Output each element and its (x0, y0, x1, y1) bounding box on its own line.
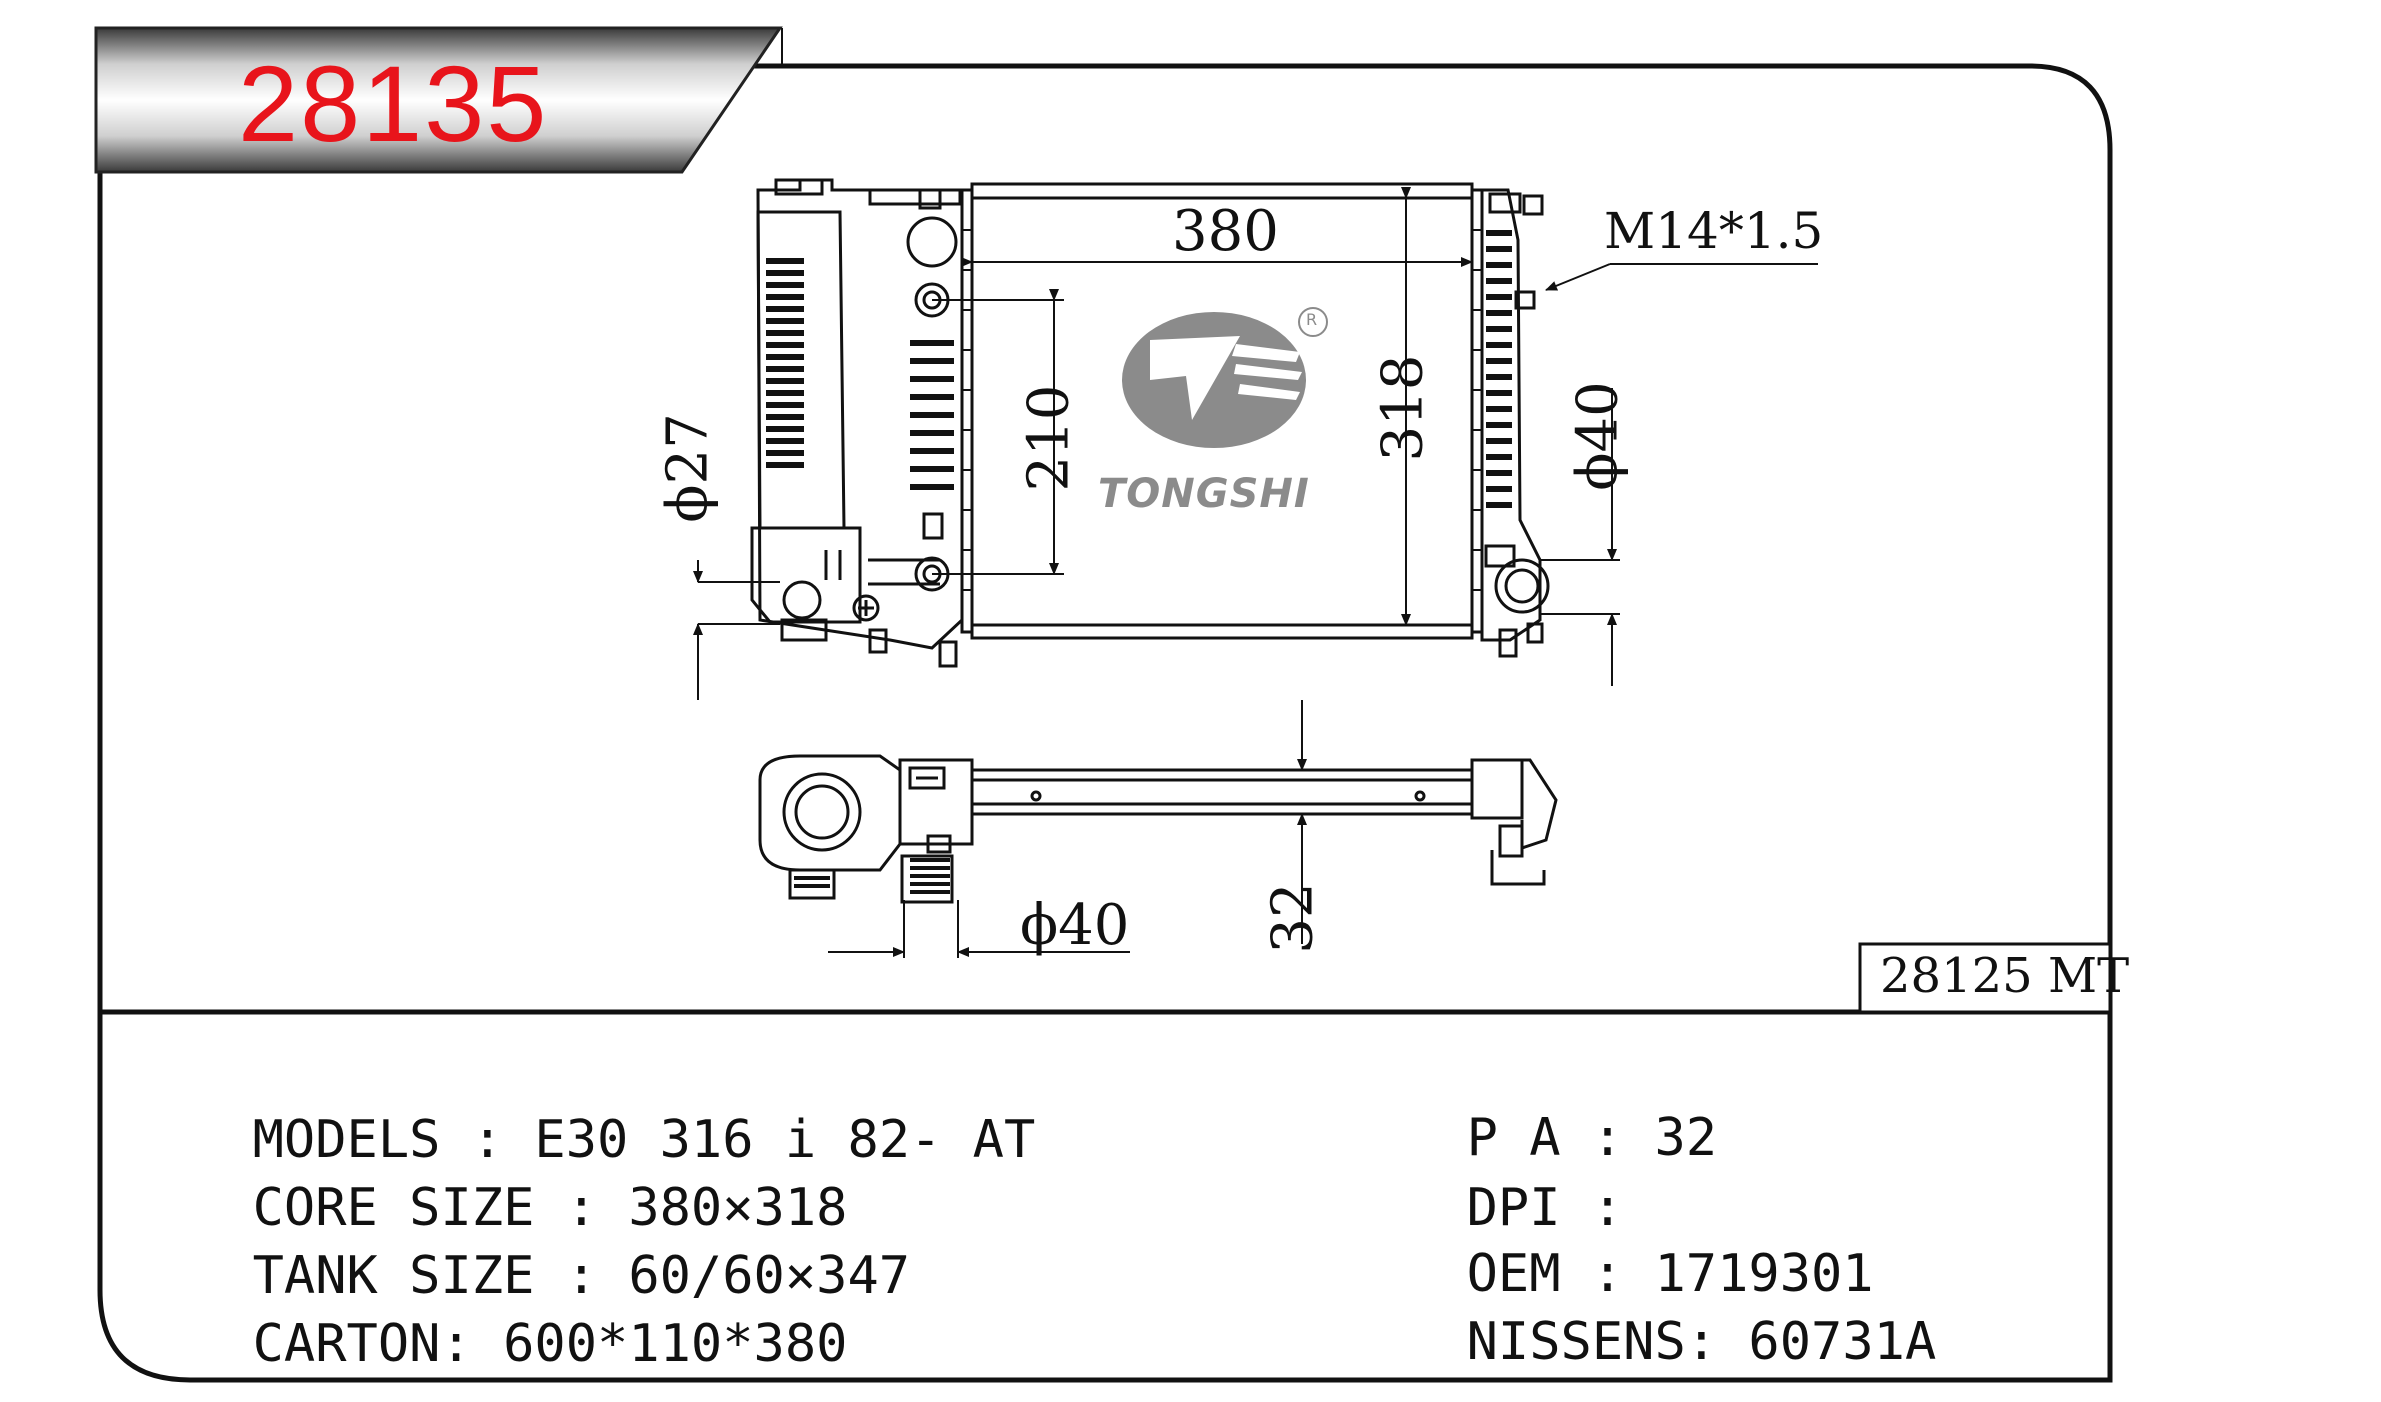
tongshi-logo-icon (1122, 307, 1328, 448)
tank-size-label: TANK SIZE (252, 1246, 535, 1306)
dim-depth: 32 (1260, 882, 1326, 954)
dim-right-pipe: ϕ40 (1565, 381, 1631, 491)
spec-core-row: CORE SIZE : 380×318 (252, 1178, 848, 1238)
spec-tank-row: TANK SIZE : 60/60×347 (252, 1246, 911, 1306)
spec-dpi-row: DPI : (1466, 1178, 1655, 1238)
left-tank-fins (766, 258, 954, 490)
reference-part: 28125 MT (1880, 948, 2130, 1004)
nissens-value: 60731A (1748, 1312, 1937, 1372)
part-number: 28135 (238, 43, 549, 164)
pa-label: P A (1466, 1108, 1561, 1168)
top-view-fins (794, 858, 950, 894)
spec-pa-row: P A : 32 (1466, 1108, 1718, 1168)
dpi-label: DPI (1466, 1178, 1561, 1238)
pa-value: 32 (1654, 1108, 1718, 1168)
dim-bottom-pipe: ϕ40 (1020, 893, 1130, 958)
oem-value: 1719301 (1654, 1244, 1874, 1304)
reference-box (1858, 942, 2112, 1014)
tank-size-value: 60/60×347 (628, 1246, 911, 1306)
oem-label: OEM (1466, 1244, 1561, 1304)
spec-oem-row: OEM : 1719301 (1466, 1244, 1874, 1304)
core-size-value: 380×318 (628, 1178, 848, 1238)
carton-value: 600*110*380 (503, 1314, 848, 1374)
dim-core-width: 380 (1172, 199, 1279, 264)
models-label: MODELS (252, 1110, 441, 1170)
spec-nissens-row: NISSENS: 60731A (1466, 1312, 1937, 1372)
right-tank-fins (1486, 230, 1512, 508)
core-edge-ticks (962, 229, 1482, 591)
dim-inner-height: 210 (1016, 384, 1082, 492)
logo-text: TONGSHI (1098, 471, 1310, 517)
dim-thread: M14*1.5 (1604, 202, 1824, 260)
dim-left-pipe: ϕ27 (655, 413, 721, 523)
radiator-front-view (750, 178, 1550, 668)
spec-models-row: MODELS : E30 316 i 82- AT (252, 1110, 1036, 1170)
core-size-label: CORE SIZE (252, 1178, 535, 1238)
dimension-lines (693, 187, 1818, 700)
registered-mark: R (1306, 310, 1318, 329)
radiator-top-view (758, 754, 1558, 904)
carton-label: CARTON (252, 1314, 441, 1374)
top-view-dimension-lines (828, 700, 1312, 958)
spec-carton-row: CARTON: 600*110*380 (252, 1314, 848, 1374)
part-number-tab (94, 26, 783, 174)
models-value: E30 316 i 82- AT (534, 1110, 1036, 1170)
nissens-label: NISSENS (1466, 1312, 1686, 1372)
sheet-frame (97, 63, 2113, 1383)
dim-core-height: 318 (1370, 354, 1436, 462)
